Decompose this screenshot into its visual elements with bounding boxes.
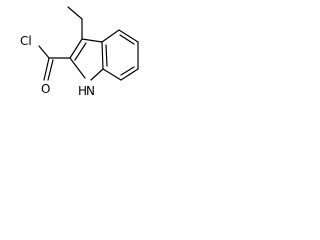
bond-c2-n1 — [69, 57, 86, 79]
bond-c4-c5 — [118, 29, 139, 43]
bond-ethyl-ch3-ch2 — [67, 6, 83, 20]
bond-c3-c2 — [69, 38, 83, 59]
atom-label-o: O — [41, 82, 50, 96]
bond-carbonyl-o-double — [47, 59, 54, 81]
atom-label-nh-n: N — [86, 84, 95, 98]
bond-c3a-c4 — [101, 29, 120, 43]
bond-c3a-c7a — [101, 41, 104, 70]
bond-n1-c7a — [90, 68, 104, 81]
bond-c7-c7a — [102, 68, 122, 81]
bond-c6-c7-double — [120, 66, 135, 76]
bond-c3-c3a — [81, 38, 103, 43]
bond-c3-c2-double — [74, 42, 87, 61]
atom-label-cl: Cl — [20, 34, 32, 48]
bond-c6-c7 — [120, 68, 139, 81]
bond-carbonyl-o — [43, 57, 50, 81]
structure-diagram: Cl O H N — [20, 6, 139, 98]
bond-c3a-c7a-double — [105, 44, 108, 67]
bond-c4-c5-double — [119, 34, 135, 45]
bond-carbonyl-cl — [38, 45, 50, 59]
atom-label-nh-h: H — [78, 84, 87, 98]
